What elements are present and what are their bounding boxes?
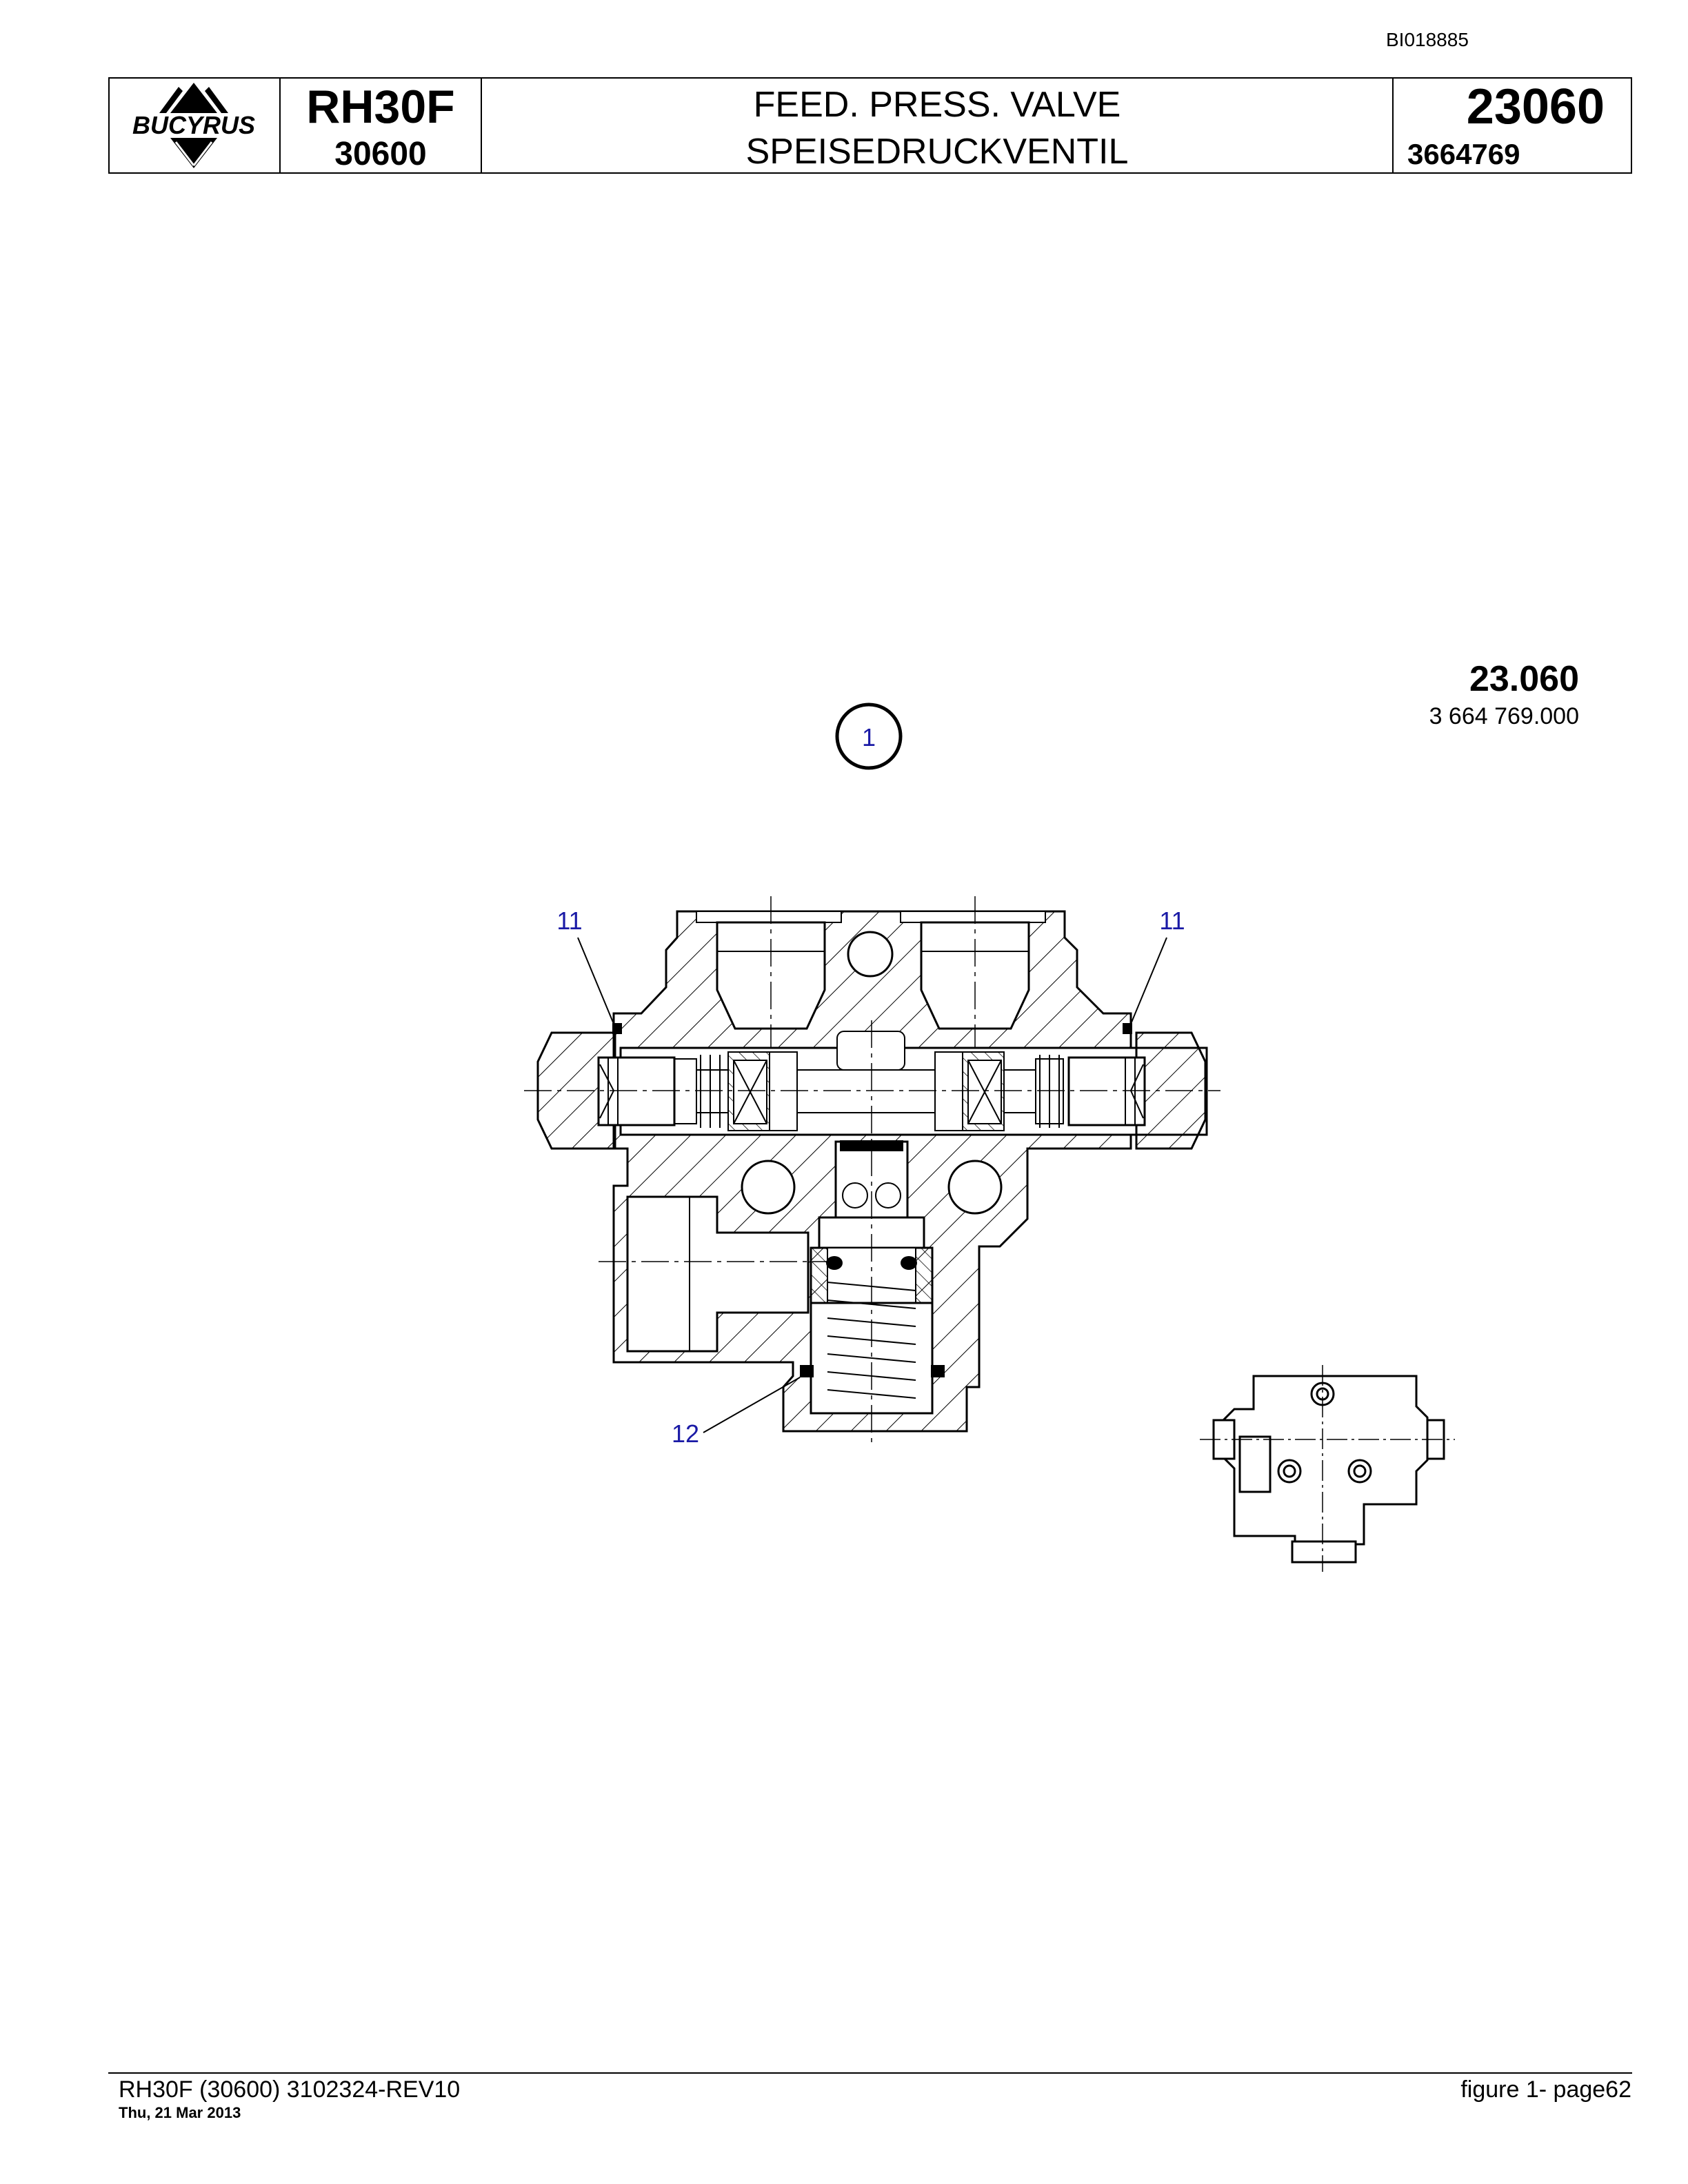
document-id: BI018885 — [1386, 29, 1469, 50]
valve-external-view — [1200, 1365, 1455, 1572]
callout-11-left: 11 — [556, 907, 616, 1028]
figure-group-label: 23.060 — [1469, 659, 1579, 699]
svg-text:1: 1 — [862, 723, 876, 751]
callout-11-right: 11 — [1129, 907, 1185, 1028]
footer-date: Thu, 21 Mar 2013 — [119, 2104, 241, 2121]
figure-part-label: 3 664 769.000 — [1429, 703, 1579, 729]
model-name: RH30F — [306, 81, 455, 133]
group-number: 23060 — [1466, 79, 1605, 134]
title-german: SPEISEDRUCKVENTIL — [745, 132, 1129, 172]
logo-wordmark: BUCYRUS — [132, 111, 255, 139]
callout-1: 1 — [835, 702, 903, 770]
title-block: BUCYRUS RH30F 30600 FEED. PRESS. VALVE S… — [108, 77, 1632, 174]
footer-document-ref: RH30F (30600) 3102324-REV10 — [119, 2076, 461, 2103]
title-cell: FEED. PRESS. VALVE SPEISEDRUCKVENTIL — [482, 79, 1394, 172]
logo-cell: BUCYRUS — [110, 79, 281, 172]
svg-text:11: 11 — [1159, 907, 1185, 935]
footer-page-ref: figure 1- page62 — [1460, 2076, 1631, 2103]
number-cell: 23060 3664769 — [1394, 79, 1632, 172]
svg-text:12: 12 — [672, 1419, 699, 1448]
footer-rule — [108, 2072, 1632, 2074]
callout-12: 12 — [672, 1377, 801, 1448]
title-english: FEED. PRESS. VALVE — [753, 85, 1121, 125]
model-code: 30600 — [334, 136, 427, 172]
part-number: 3664769 — [1407, 138, 1520, 170]
model-cell: RH30F 30600 — [281, 79, 482, 172]
bucyrus-logo: BUCYRUS — [121, 83, 267, 168]
valve-section-view — [524, 896, 1220, 1448]
svg-text:11: 11 — [556, 907, 582, 935]
